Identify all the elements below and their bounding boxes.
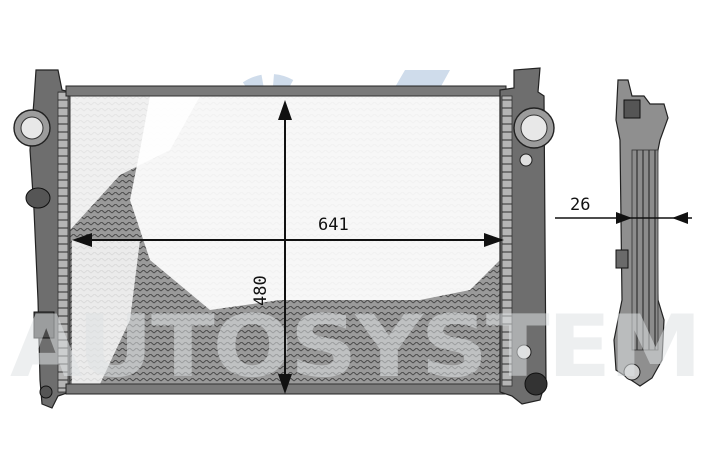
depth-label: 26 [570, 195, 590, 215]
right-lower-pipe [524, 372, 548, 396]
depth-arrow-right [672, 212, 688, 224]
dimension-annotations [72, 100, 692, 394]
side-drain-plug [623, 363, 641, 381]
right-lower-plug [516, 344, 532, 360]
watermark-text: AUTOSYSTEM [10, 297, 700, 397]
width-arrow-left [72, 233, 92, 247]
left-tank [13, 69, 71, 409]
top-header-bar [65, 85, 507, 97]
height-arrow-top [278, 100, 292, 120]
radiator-side-view [613, 79, 669, 387]
width-label: 641 [318, 215, 349, 235]
left-middle-pipe [25, 187, 51, 209]
height-arrow-bottom [278, 374, 292, 394]
right-plug [519, 153, 533, 167]
width-arrow-right [484, 233, 504, 247]
right-tank [499, 67, 555, 405]
height-label: 480 [251, 275, 271, 306]
left-lower-bracket [33, 311, 55, 339]
depth-arrow-left [616, 212, 632, 224]
